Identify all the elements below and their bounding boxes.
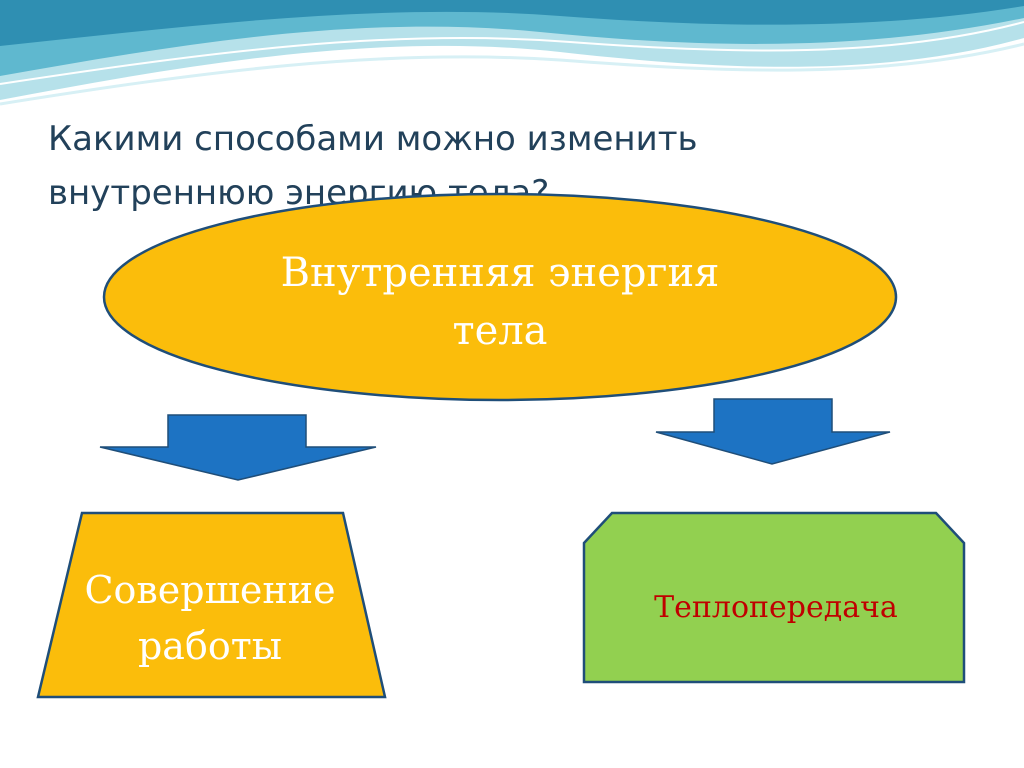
work-label-line-2: работы: [137, 624, 282, 668]
center-ellipse: [102, 192, 898, 402]
left-down-arrow: [99, 414, 377, 481]
right-down-arrow: [655, 398, 891, 465]
slide-title-line-1: Какими способами можно изменить: [48, 119, 698, 159]
internal-energy-label-line-2: тела: [452, 308, 548, 354]
wave-header-decoration: [0, 0, 1024, 106]
heat-transfer-box: [582, 511, 966, 684]
work-trapezoid: [36, 511, 387, 699]
work-label: Совершение работы: [40, 562, 380, 674]
wave-band-front: [0, 0, 1024, 46]
wave-line-light: [0, 42, 1024, 106]
internal-energy-label-line-1: Внутренняя энергия: [280, 250, 720, 296]
wave-line-white: [0, 21, 1024, 85]
work-label-line-1: Совершение: [84, 568, 336, 612]
internal-energy-label: Внутренняя энергия тела: [200, 244, 800, 360]
heat-transfer-label: Теплопередача: [654, 590, 898, 625]
